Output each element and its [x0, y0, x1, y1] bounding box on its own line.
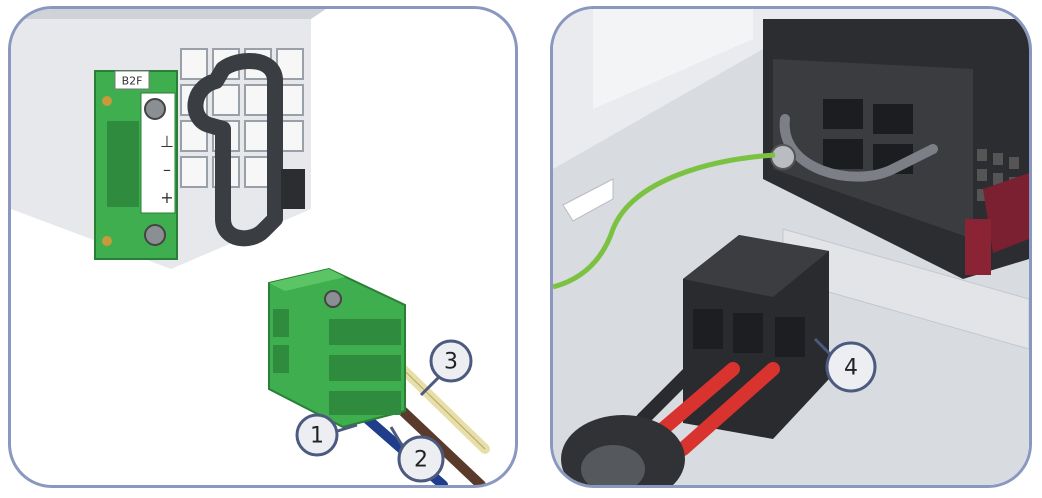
psu-vent-grid	[180, 48, 304, 188]
mounted-terminal-socket	[94, 70, 178, 260]
cable-red-2	[656, 362, 740, 436]
right-illustration-panel: 4	[550, 6, 1032, 488]
callout-3: 3	[429, 339, 473, 383]
plus-symbol: +	[160, 188, 173, 207]
left-illustration: B2F ⊥ – + 1	[11, 9, 490, 485]
cable-red-1	[676, 362, 780, 456]
minus-symbol: –	[163, 160, 171, 179]
ground-wire	[553, 152, 776, 290]
ground-symbol: ⊥	[160, 132, 174, 151]
callout-4: 4	[825, 341, 877, 393]
callout-4-leader	[813, 337, 833, 357]
callout-2: 2	[397, 435, 445, 483]
module-label-tag: B2F	[114, 70, 150, 90]
callout-3-leader	[419, 373, 443, 397]
chassis-slot	[562, 178, 614, 222]
callout-1-label: 1	[310, 424, 324, 449]
right-illustration: 4	[553, 9, 1029, 485]
release-lever	[983, 173, 1029, 253]
release-lever-tab	[965, 219, 991, 275]
callout-4-label: 4	[844, 356, 858, 381]
psu-latch	[281, 169, 305, 209]
callout-2-label: 2	[414, 448, 428, 473]
psu-handle-right	[779, 114, 938, 182]
left-illustration-panel: B2F ⊥ – + 1	[8, 6, 518, 488]
callout-3-label: 3	[444, 350, 458, 375]
cable-black	[636, 352, 710, 426]
green-plug-connector	[268, 267, 406, 429]
psu-handle	[187, 52, 283, 247]
terminal-symbols: ⊥ – +	[160, 132, 174, 207]
psu-housing-top	[11, 9, 326, 19]
module-label-text: B2F	[122, 75, 143, 88]
callout-1: 1	[295, 413, 339, 457]
